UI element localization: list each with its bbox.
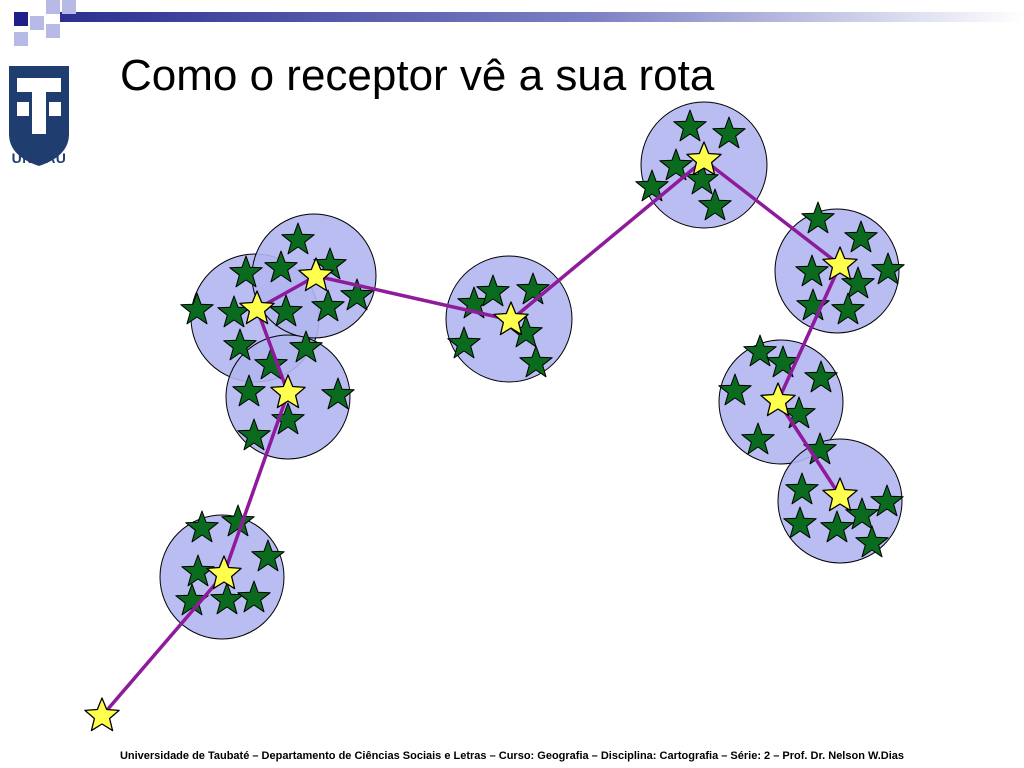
satellite-star (516, 272, 550, 305)
satellite-star (229, 255, 263, 288)
satellite-star (718, 373, 752, 406)
slide-title: Como o receptor vê a sua rota (120, 51, 715, 100)
satellite-star (269, 294, 303, 327)
satellite-star (180, 292, 214, 325)
satellite-star (447, 326, 481, 359)
position-star (298, 257, 334, 292)
satellite-star (264, 250, 298, 283)
satellite-star (321, 377, 355, 410)
position-star (822, 246, 858, 281)
satellite-star (271, 402, 305, 435)
header-decoration (14, 0, 1024, 46)
satellite-star (635, 169, 669, 202)
satellite-star (870, 484, 904, 517)
satellite-star (281, 222, 315, 255)
satellite-star (801, 201, 835, 234)
satellite-star (741, 422, 775, 455)
satellite-star (795, 254, 829, 287)
satellite-star (783, 506, 817, 539)
position-star (270, 374, 306, 409)
position-star (206, 555, 242, 590)
satellite-star (223, 328, 257, 361)
satellite-star (673, 109, 707, 142)
satellite-star (185, 510, 219, 543)
header-gradient-band (60, 12, 1024, 22)
satellite-star (712, 116, 746, 149)
satellite-star (785, 472, 819, 505)
position-star (822, 477, 858, 512)
header-square (62, 0, 76, 14)
footer-credits: Universidade de Taubaté – Departamento d… (119, 750, 905, 762)
satellite-star (181, 554, 215, 587)
satellite-star (855, 525, 889, 558)
satellite-star (237, 418, 271, 451)
satellite-star (659, 148, 693, 181)
position-star (760, 382, 796, 417)
satellite-star (698, 188, 732, 221)
satellite-star (844, 220, 878, 253)
satellite-star (831, 292, 865, 325)
header-square (14, 32, 28, 46)
header-square (14, 12, 28, 26)
satellite-star (871, 252, 905, 285)
satellite-star (804, 360, 838, 393)
satellite-star (311, 289, 345, 322)
satellite-star (820, 510, 854, 543)
unitau-logo (9, 66, 69, 166)
logo-text: UNITAU (11, 150, 67, 166)
route-line (100, 158, 842, 718)
satellite-star (841, 266, 875, 299)
satellite-star (210, 582, 244, 615)
header-square (30, 16, 44, 30)
header-square (46, 24, 60, 38)
position-star (84, 697, 120, 732)
satellite-star (289, 330, 323, 363)
satellite-star (519, 345, 553, 378)
satellite-star (237, 580, 271, 613)
position-star (493, 301, 529, 336)
satellite-star (743, 334, 777, 367)
position-star (239, 290, 275, 325)
satellite-star (766, 345, 800, 378)
satellite-star (221, 504, 255, 537)
satellite-star (254, 347, 288, 380)
satellite-star (340, 278, 374, 311)
position-star (686, 141, 722, 176)
satellite-star (476, 274, 510, 307)
satellite-star (251, 539, 285, 572)
satellite-star (232, 374, 266, 407)
header-square (46, 0, 60, 14)
